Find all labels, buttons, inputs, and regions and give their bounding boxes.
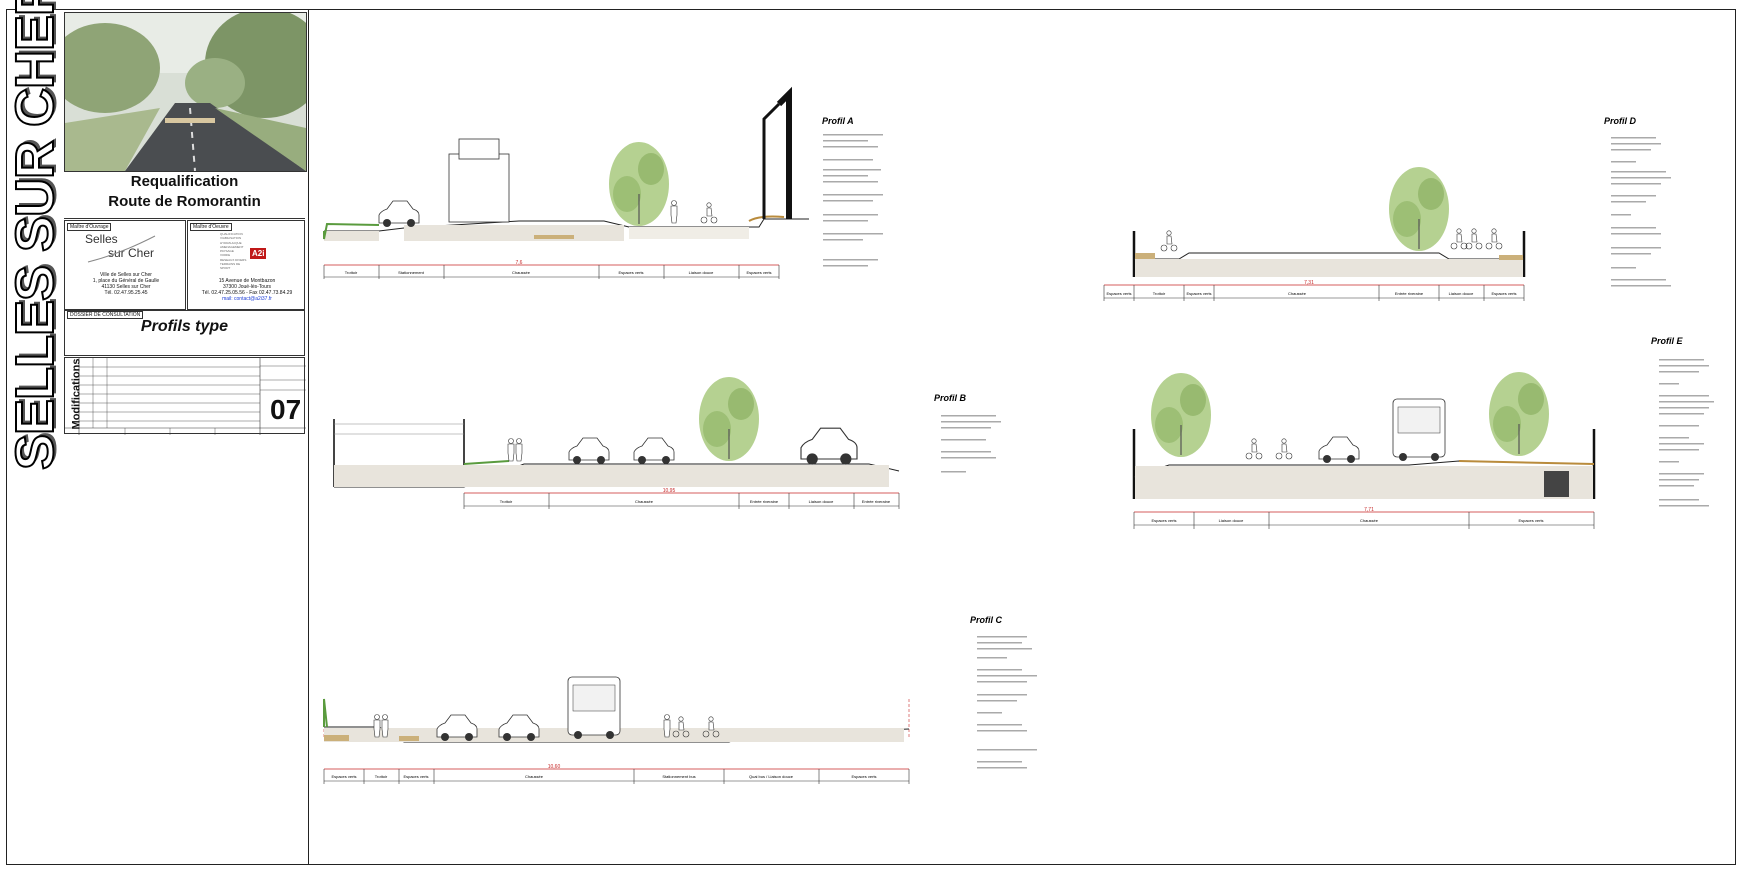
sheet-frame <box>6 9 1736 865</box>
client-label: Maître d'Ouvrage <box>67 223 112 231</box>
moe-label: Maître d'Oeuvre <box>190 223 232 231</box>
profile-d-seg: Trottoir <box>1153 291 1166 296</box>
profile-e-legend <box>1659 359 1714 507</box>
profile-d: 7,31 Espaces verts Trottoir Espaces vert… <box>1103 166 1526 301</box>
profile-e-title: Profil E <box>1651 336 1684 346</box>
profile-b-seg: Entrée riveraine <box>750 499 779 504</box>
moe-service: TERRAINS DE SPORT <box>220 262 241 271</box>
profile-d-seg: Espaces verts <box>1106 291 1131 296</box>
profile-b-title: Profil B <box>934 393 967 403</box>
profile-c-seg: Espaces verts <box>331 774 356 779</box>
profile-d-seg: Liaison douce <box>1449 291 1474 296</box>
client-address-line: Ville de Selles sur Cher <box>100 272 152 278</box>
profile-a-total: 7,6 <box>516 260 523 266</box>
title-block <box>6 9 309 865</box>
client-address-line: 1, place du Général de Gaulle <box>92 278 160 284</box>
profile-a-seg: Chaussée <box>512 270 531 275</box>
profile-b-total: 10,95 <box>663 488 676 494</box>
profile-b-seg: Chaussée <box>635 499 654 504</box>
profile-a-seg: Trottoir <box>345 270 358 275</box>
moe-address-line: Tél. 02.47.25.05.56 - Fax 02.47.73.84.29 <box>201 290 293 296</box>
moe-service: AMENAGEMENT <box>220 244 244 249</box>
modifications-table: Modifications 07 <box>64 357 306 435</box>
profile-c-seg: Trottoir <box>375 774 388 779</box>
profile-b-legend <box>941 415 1001 473</box>
client-address: Ville de Selles sur Cher 1, place du Gén… <box>70 272 182 296</box>
profile-d-seg: Chaussée <box>1288 291 1307 296</box>
moe-logo-text: A2i <box>250 248 267 259</box>
profile-e-seg: Espaces verts <box>1151 518 1176 523</box>
profile-e-seg: Liaison douce <box>1219 518 1244 523</box>
moe-service: QUALIFICATION <box>220 232 243 236</box>
moe-address: 15 Avenue de Montbazon 37300 Joué-lès-To… <box>192 278 302 302</box>
drawing-title: Profils type <box>140 318 229 335</box>
vertical-city-title: SELLES SUR CHER <box>4 0 66 471</box>
profile-c-total: 10,60 <box>548 764 561 770</box>
project-title: Requalification Route de Romorantin <box>64 172 305 219</box>
moe-service: VOIRIE <box>220 253 231 258</box>
profile-d-seg: Entrée riveraine <box>1395 291 1424 296</box>
client-logo-text1: Selles <box>85 232 118 246</box>
moe-logo: QUALIFICATION VIABILISATION HYDRAULIQUE … <box>220 232 270 276</box>
profile-d-total: 7,31 <box>1304 280 1314 286</box>
profile-d-seg: Espaces verts <box>1491 291 1516 296</box>
moe-address-line: 15 Avenue de Montbazon <box>218 278 276 284</box>
profile-b-seg: Trottoir <box>500 499 513 504</box>
moe-service: VIABILISATION <box>220 236 242 241</box>
profile-a-seg: Espaces verts <box>746 270 771 275</box>
profile-c-seg: Stationnement bus <box>662 774 695 779</box>
client-box <box>64 220 186 310</box>
profile-c-legend <box>977 636 1037 769</box>
client-address-line: 41130 Selles sur Cher <box>101 284 151 290</box>
profile-a-seg: Espaces verts <box>618 270 643 275</box>
profile-e: 7,71 Espaces verts Liaison douce Chaussé… <box>1132 371 1596 529</box>
moe-service: RESEAUX DIVERS <box>220 257 247 262</box>
client-logo: Selles sur Cher <box>80 232 175 266</box>
profile-d-legend <box>1611 137 1671 287</box>
profile-b-seg: Liaison douce <box>809 499 834 504</box>
profile-a-legend <box>823 134 883 267</box>
profile-a: 7,6 Trottoir Stationnement Chaussée Espa… <box>323 86 809 279</box>
project-title-line2: Route de Romorantin <box>108 193 261 210</box>
profile-e-seg: Espaces verts <box>1518 518 1543 523</box>
profile-e-seg: Chaussée <box>1360 518 1379 523</box>
profile-d-seg: Espaces verts <box>1186 291 1211 296</box>
moe-address-line: 37300 Joué-lès-Tours <box>222 284 272 290</box>
profile-a-seg: Liaison douce <box>689 270 714 275</box>
drawing-title-box <box>64 310 305 356</box>
profile-a-seg: Stationnement <box>398 270 425 275</box>
moe-box <box>187 220 305 310</box>
client-address-line: Tél. 02.47.95.25.45 <box>104 290 148 296</box>
moe-service: HYDRAULIQUE <box>220 240 242 245</box>
profile-a-title: Profil A <box>822 116 854 126</box>
vertical-title-text: SELLES SUR CHER <box>4 0 66 471</box>
profile-b-seg: Entrée riveraine <box>862 499 891 504</box>
project-title-line1: Requalification <box>130 173 239 190</box>
moe-address-line: mail: contact@a2i37.fr <box>222 296 272 302</box>
profile-c-seg: Espaces verts <box>851 774 876 779</box>
profile-c-seg: Quai bus / Liaison douce <box>749 774 794 779</box>
client-logo-text2: sur Cher <box>108 246 155 260</box>
profile-c-title: Profil C <box>970 615 1003 625</box>
profile-e-total: 7,71 <box>1364 507 1374 513</box>
moe-service: PAYSAGE <box>220 249 234 254</box>
modifications-label: Modifications <box>70 358 83 430</box>
profile-b: 10,95 Trottoir Chaussée Entrée riveraine… <box>333 376 900 509</box>
profile-d-title: Profil D <box>1604 116 1637 126</box>
sheet-number: 07 <box>270 394 302 425</box>
profile-c-seg: Chaussée <box>525 774 544 779</box>
profile-c-seg: Espaces verts <box>403 774 428 779</box>
hero-street-image <box>64 12 307 172</box>
drawing-area: 7,6 Trottoir Stationnement Chaussée Espa… <box>323 86 1714 784</box>
phase-label: DOSSIER DE CONSULTATION <box>67 311 144 319</box>
profile-c: 10,60 Espaces verts Trottoir Espaces ver… <box>323 676 910 784</box>
